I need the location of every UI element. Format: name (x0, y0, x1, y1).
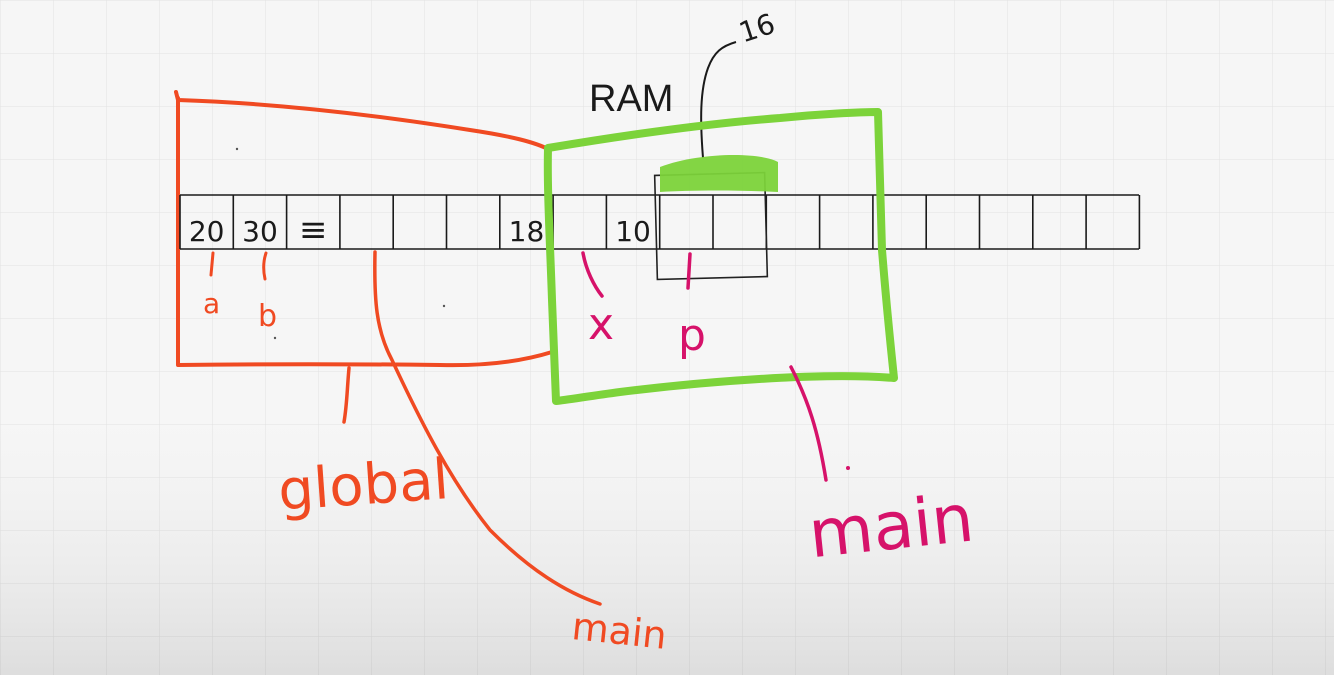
b-label: b (258, 299, 277, 334)
b-tick (262, 251, 268, 281)
cell-value: 20 (189, 215, 225, 248)
highlight-stroke (660, 155, 778, 192)
global-region-label: global (276, 447, 451, 524)
ink-dot (273, 336, 277, 340)
global-region-outline (174, 90, 554, 368)
a-label: a (203, 287, 220, 320)
main-region-label: main (805, 479, 977, 573)
p-tick (686, 252, 692, 290)
x-tick (581, 251, 604, 298)
ink-dot (235, 147, 239, 151)
memory-strip (179, 194, 1141, 250)
a-tick (209, 251, 215, 277)
cell-value: ≡ (299, 210, 328, 250)
cell-value: 30 (242, 215, 278, 248)
main-pointer-label: main (570, 604, 669, 658)
bottom-shade (0, 380, 1334, 675)
x-label: x (588, 299, 614, 350)
main-frame-outline (543, 108, 898, 405)
global-connector (342, 366, 351, 424)
cell-values: 20 30 ≡ 18 10 (189, 210, 651, 250)
cell-value: 18 (509, 215, 545, 248)
p-label: p (678, 310, 706, 361)
main-pointer-connector (373, 250, 602, 606)
main-region-connector (789, 365, 828, 482)
ink-dot (442, 304, 446, 308)
ram-title: RAM (589, 78, 673, 120)
ink-dot (846, 466, 850, 470)
cell-value: 10 (615, 215, 651, 248)
